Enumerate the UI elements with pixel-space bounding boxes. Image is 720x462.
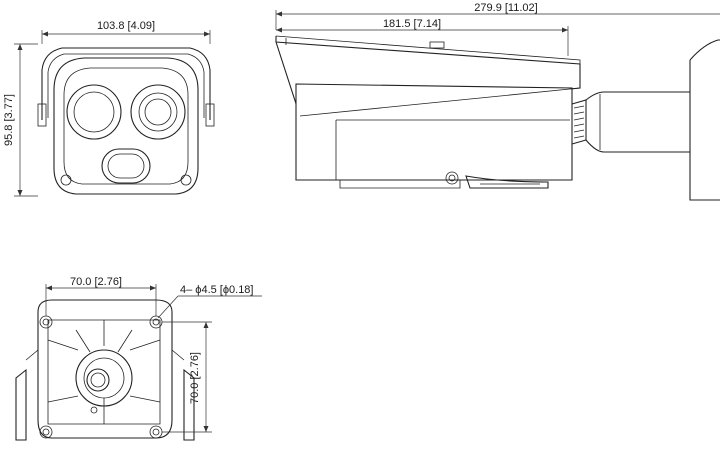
- base-width-dimension: 70.0 [2.76]: [45, 276, 157, 316]
- body-length-label: 181.5 [7.14]: [383, 18, 441, 30]
- front-width-label: 103.8 [4.09]: [97, 20, 155, 32]
- body-length-dimension: 181.5 [7.14]: [276, 18, 569, 56]
- base-height-dimension: 70.0 [2.76]: [162, 321, 212, 433]
- side-view: [275, 35, 720, 201]
- base-height-label: 70.0 [2.76]: [189, 352, 201, 404]
- front-width-dimension: 103.8 [4.09]: [41, 20, 211, 44]
- base-view: [15, 299, 195, 441]
- base-width-label: 70.0 [2.76]: [70, 276, 122, 288]
- front-height-dimension: 95.8 [3.77]: [3, 43, 38, 197]
- hole-spec-label: 4– ϕ4.5 [ϕ0.18]: [180, 284, 253, 296]
- front-view: [37, 47, 215, 195]
- hole-spec-leader: 4– ϕ4.5 [ϕ0.18]: [157, 284, 262, 319]
- overall-length-label: 279.9 [11.02]: [474, 2, 537, 14]
- front-height-label: 95.8 [3.77]: [3, 94, 15, 146]
- overall-length-dimension: 279.9 [11.02]: [275, 2, 720, 30]
